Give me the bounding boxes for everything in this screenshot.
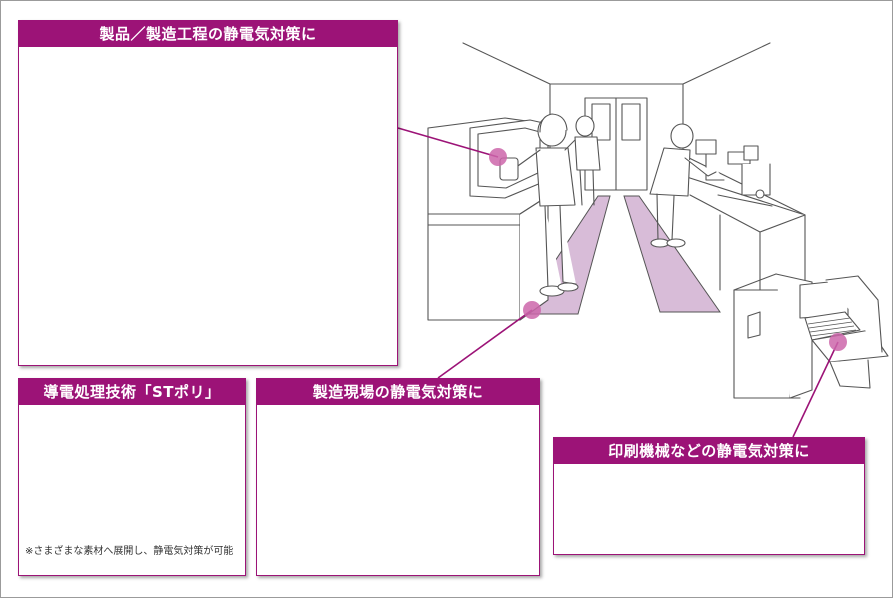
panel-st-poly-note: ※さまざまな素材へ展開し、静電気対策が可能 bbox=[25, 546, 234, 557]
panel-st-poly: 導電処理技術「STポリ」 ※さまざまな素材へ展開し、静電気対策が可能 bbox=[18, 378, 246, 576]
panel-factory-title: 製造現場の静電気対策に bbox=[257, 379, 539, 405]
panel-product: 製品／製造工程の静電気対策に bbox=[18, 20, 398, 366]
panel-st-poly-title: 導電処理技術「STポリ」 bbox=[19, 379, 245, 405]
panel-printing-title: 印刷機械などの静電気対策に bbox=[554, 438, 864, 464]
panel-product-title: 製品／製造工程の静電気対策に bbox=[19, 21, 397, 47]
panel-printing: 印刷機械などの静電気対策に bbox=[553, 437, 865, 555]
panel-factory: 製造現場の静電気対策に bbox=[256, 378, 540, 576]
